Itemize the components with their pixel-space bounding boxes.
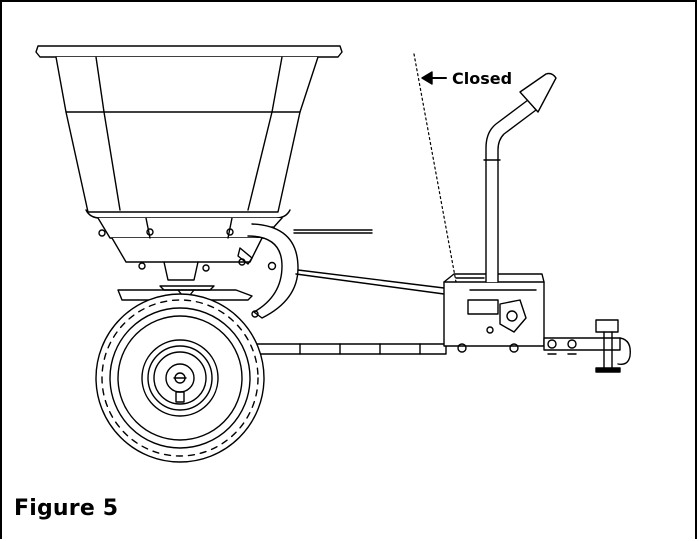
control-handle — [455, 72, 557, 283]
frame-bar — [255, 343, 447, 355]
hopper — [35, 45, 343, 281]
frame-tube — [237, 223, 373, 319]
closed-arrow-icon — [421, 71, 447, 85]
hitch — [543, 319, 631, 373]
closed-label: Closed — [452, 69, 512, 88]
closed-indicator: Closed — [413, 53, 512, 283]
link-rods — [295, 269, 445, 295]
figure-caption: Figure 5 — [14, 496, 119, 521]
wheel — [95, 293, 265, 463]
control-housing — [443, 273, 545, 353]
